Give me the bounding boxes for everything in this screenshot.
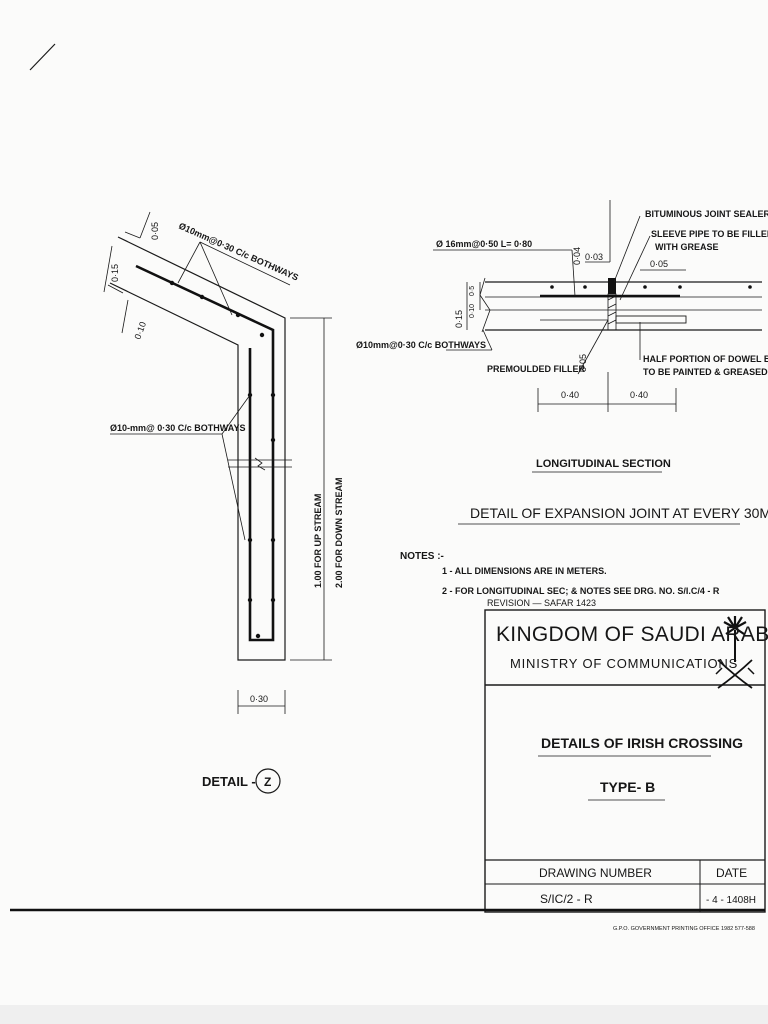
dim-003: 0·03 <box>585 252 603 262</box>
drawing-type: TYPE- B <box>600 779 655 795</box>
date-label: DATE <box>716 866 747 880</box>
bituminous-sealer-label: BITUMINOUS JOINT SEALER <box>645 209 768 219</box>
detail-z-label: DETAIL - <box>202 774 256 789</box>
joint-sealer-block <box>608 278 616 294</box>
notes-heading: NOTES :- <box>400 551 444 562</box>
ministry-title: MINISTRY OF COMMUNICATIONS <box>510 656 738 671</box>
sleeve-pipe-label-1: SLEEVE PIPE TO BE FILLED <box>651 229 768 239</box>
sleeve-pipe-label-2: WITH GREASE <box>655 242 719 252</box>
dim-010: 0·10 <box>469 304 476 318</box>
dim-040-right: 0·40 <box>630 390 648 400</box>
country-title: KINGDOM OF SAUDI ARABIA <box>496 623 768 646</box>
scan-edge-strip <box>0 1005 768 1024</box>
printer-note: G.P.O. GOVERNMENT PRINTING OFFICE 1982 5… <box>613 926 755 932</box>
detail-z-dim-005: 0·05 <box>150 222 160 240</box>
note-1: 1 - ALL DIMENSIONS ARE IN METERS. <box>442 566 607 576</box>
expansion-joint-drawing <box>433 200 762 412</box>
slab-rebar-label: Ø10mm@0·30 C/c BOTHWAYS <box>356 340 486 350</box>
detail-z-rebar <box>135 264 275 642</box>
dim-040-left: 0·40 <box>561 390 579 400</box>
dowel-bar-label: Ø 16mm@0·50 L= 0·80 <box>436 239 532 249</box>
sleeve-pipe <box>615 315 687 324</box>
rebar-dots <box>169 280 276 639</box>
half-portion-label-2: TO BE PAINTED & GREASED <box>643 367 768 377</box>
expansion-joint-title: DETAIL OF EXPANSION JOINT AT EVERY 30M. <box>470 505 768 521</box>
detail-z-rebar-side-label: Ø10-mm@ 0·30 C/c BOTHWAYS <box>110 423 245 433</box>
dim-015: 0·15 <box>454 310 464 328</box>
dim-004: 0·04 <box>572 247 582 265</box>
premoulded-filler-label: PREMOULDED FILLER <box>487 364 585 374</box>
drawing-number: S/IC/2 - R <box>540 892 593 906</box>
dim-005-bottom: 0·05 <box>578 354 588 372</box>
section-title: LONGITUDINAL SECTION <box>536 458 671 470</box>
drawing-date: - 4 - 1408H <box>706 895 756 906</box>
dim-005-small: 0·5 <box>469 286 476 296</box>
dim-005-top: 0·05 <box>650 259 668 269</box>
detail-z-width: 0·30 <box>250 694 268 704</box>
title-block <box>484 609 766 913</box>
detail-z-letter: Z <box>264 775 271 789</box>
detail-z-drawing <box>103 211 332 794</box>
pen-mark <box>29 43 56 71</box>
detail-z-dim-015: 0·15 <box>110 264 120 282</box>
detail-z-height-upstream: 1.00 FOR UP STREAM <box>313 494 323 588</box>
half-portion-label-1: HALF PORTION OF DOWEL BAR <box>643 354 768 364</box>
detail-z-outline <box>109 236 286 661</box>
palm-swords-emblem-icon <box>715 616 755 689</box>
detail-z-dim-010: 0·10 <box>132 320 148 340</box>
detail-z-height-downstream: 2.00 FOR DOWN STREAM <box>334 477 344 588</box>
drawing-number-label: DRAWING NUMBER <box>539 866 652 880</box>
detail-z-rebar-top-label: Ø10mm@0·30 C/c BOTHWAYS <box>177 221 300 283</box>
revision-note: REVISION — SAFAR 1423 <box>487 598 596 608</box>
drawing-title: DETAILS OF IRISH CROSSING <box>541 735 743 751</box>
note-2: 2 - FOR LONGITUDINAL SEC; & NOTES SEE DR… <box>442 586 720 596</box>
detail-z-circle <box>255 768 281 794</box>
